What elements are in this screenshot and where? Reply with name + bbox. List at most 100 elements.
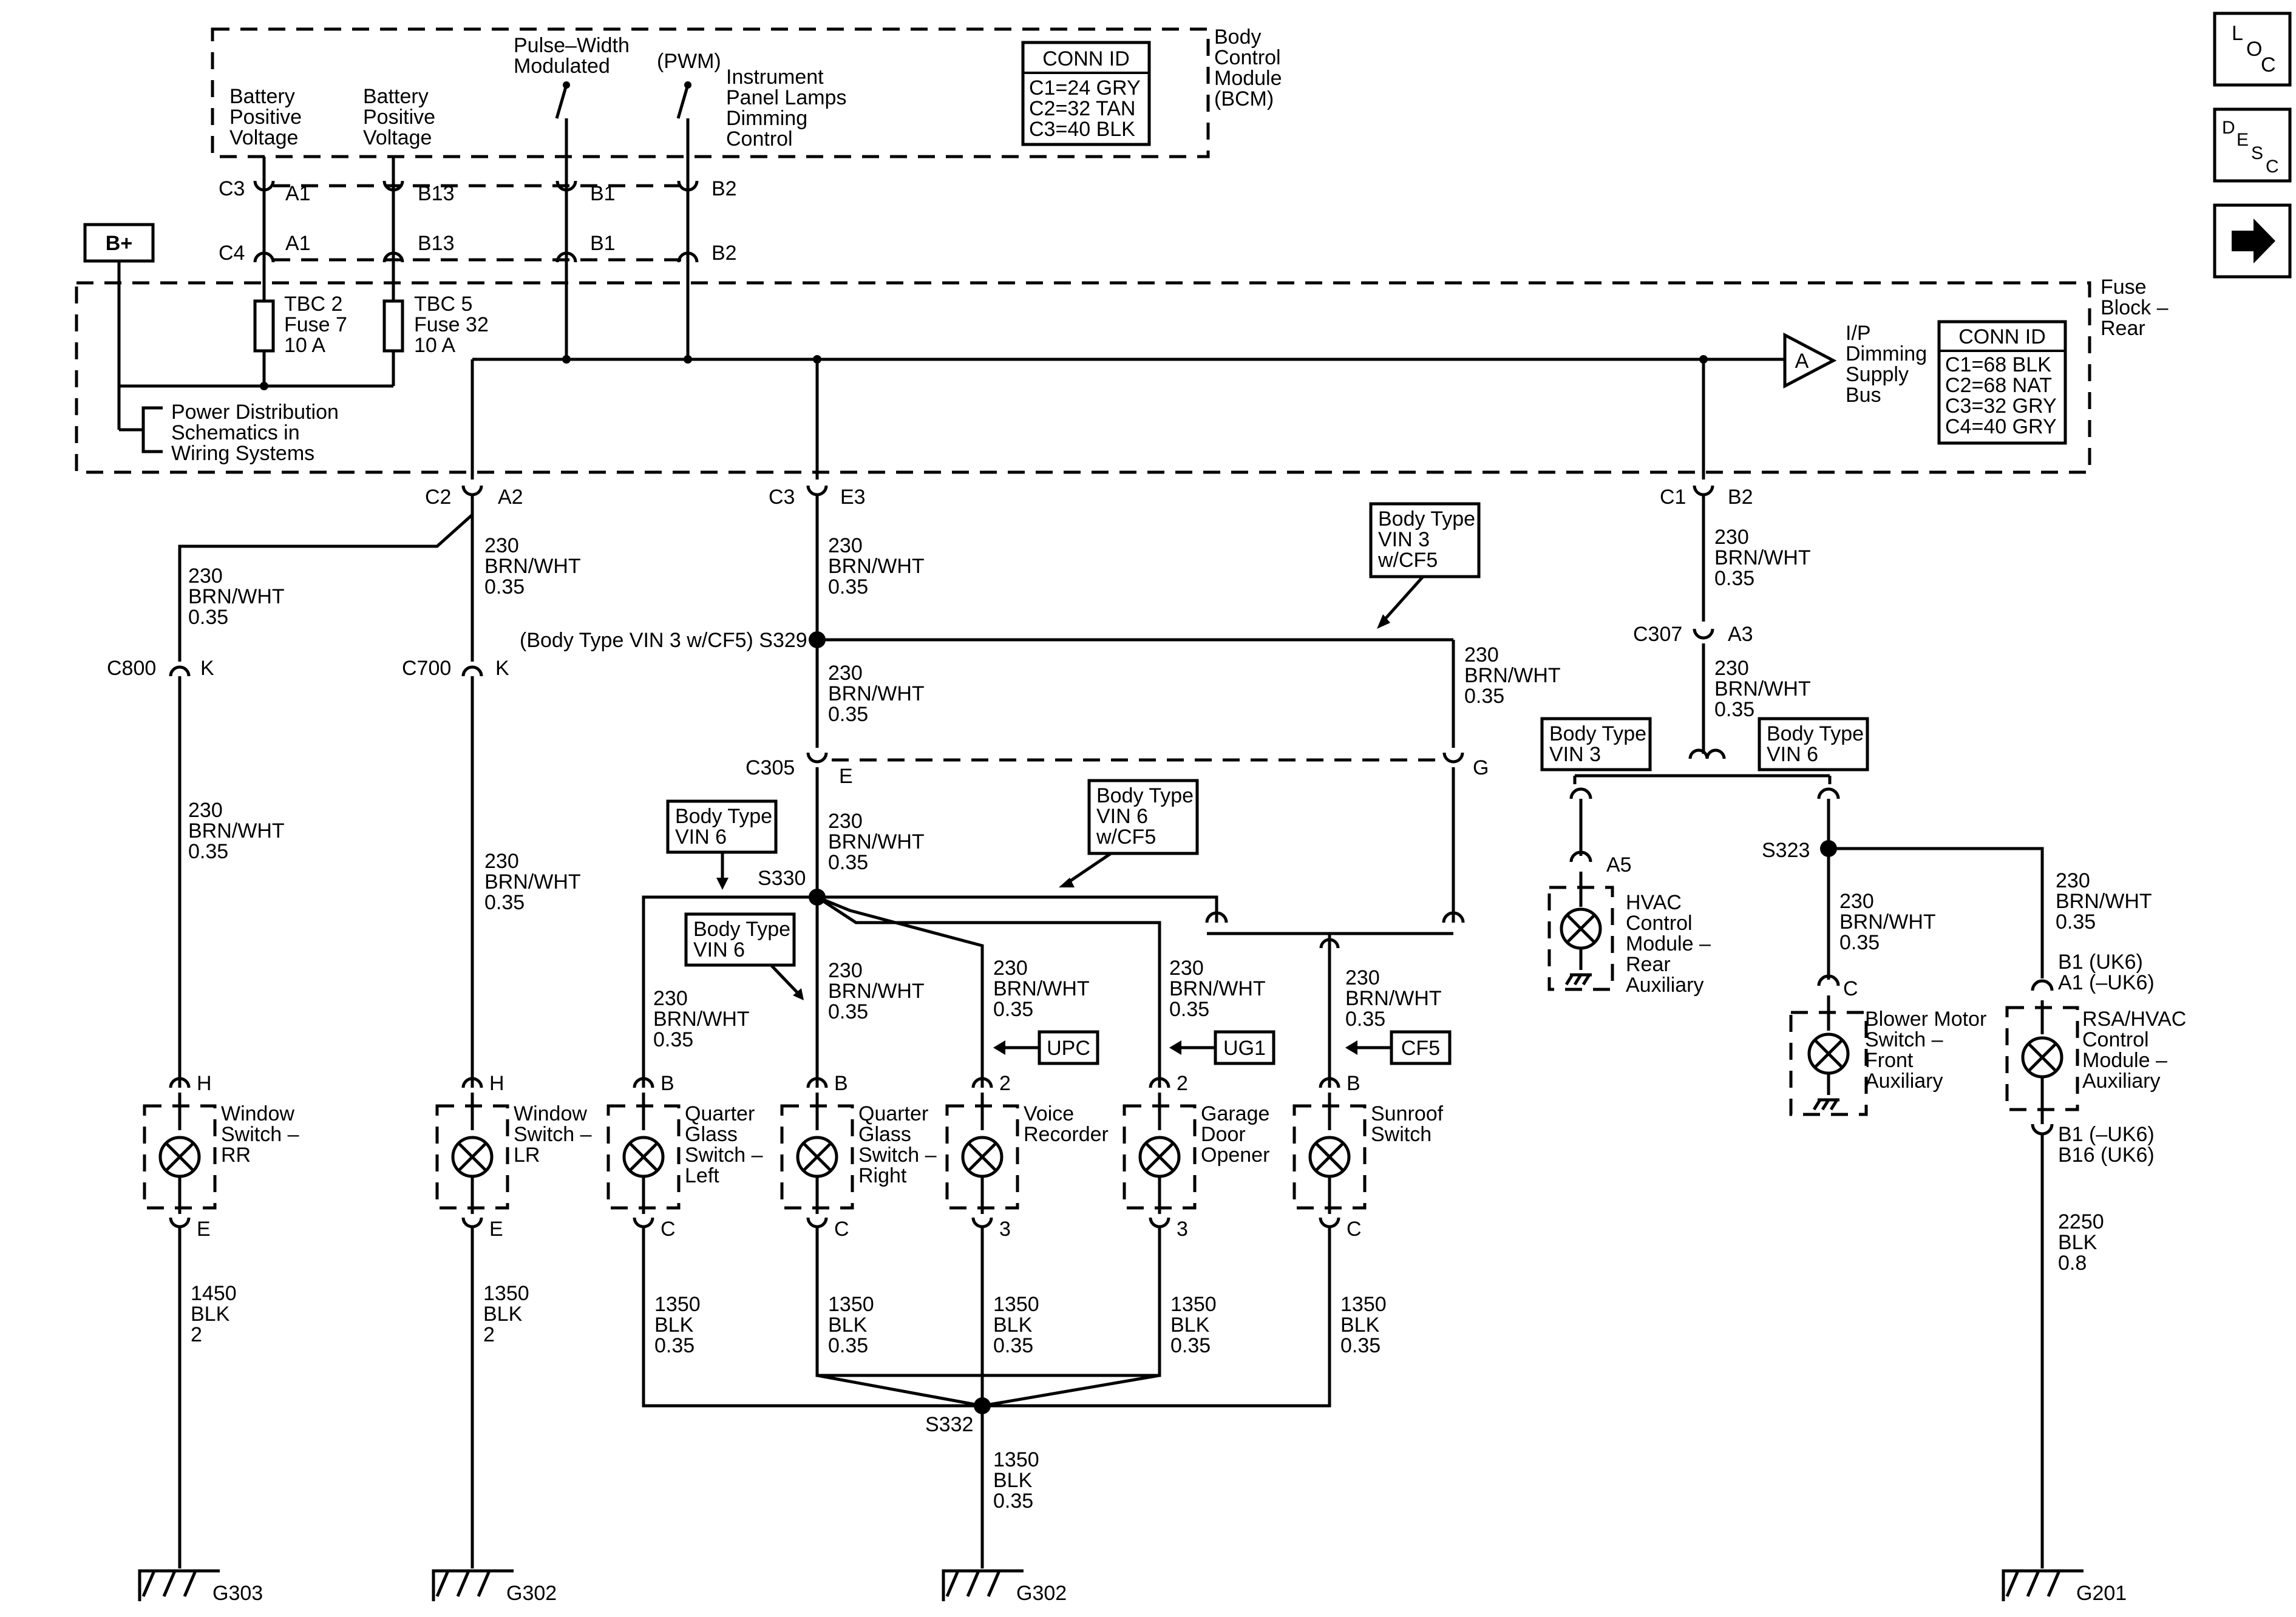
component-top-pin: H	[489, 1072, 504, 1095]
branch-middle: 230 BRN/WHT 0.35 (Body Type VIN 3 w/CF5)…	[520, 495, 1561, 1088]
component-name-line: Voice	[1024, 1102, 1074, 1125]
component-name-line: Switch	[1371, 1123, 1432, 1146]
svg-text:C700: C700	[402, 657, 451, 680]
svg-text:E: E	[839, 765, 853, 788]
svg-text:K: K	[495, 657, 509, 680]
svg-text:C800: C800	[107, 657, 156, 680]
svg-text:w/CF5: w/CF5	[1096, 825, 1156, 849]
next-arrow-icon[interactable]	[2213, 203, 2292, 279]
svg-text:Switch –: Switch –	[1865, 1028, 1943, 1051]
loc-icon[interactable]: L O C	[2213, 12, 2292, 87]
svg-text:C1=68 BLK: C1=68 BLK	[1945, 353, 2051, 376]
svg-text:K: K	[200, 657, 214, 680]
component-name-line: LR	[514, 1144, 540, 1167]
svg-text:E: E	[2237, 130, 2249, 150]
component-name-line: Switch –	[514, 1123, 592, 1146]
svg-text:S330: S330	[758, 867, 806, 890]
svg-text:TBC 5: TBC 5	[414, 293, 472, 316]
svg-text:(PWM): (PWM)	[657, 50, 721, 73]
svg-text:Fuse 7: Fuse 7	[284, 313, 347, 336]
component-top-pin: H	[197, 1072, 212, 1095]
svg-text:B2: B2	[1728, 486, 1753, 509]
svg-text:Voltage: Voltage	[229, 126, 298, 149]
ground-wire-label: 0.35	[828, 1334, 868, 1357]
svg-text:230: 230	[188, 564, 223, 588]
svg-text:Dimming: Dimming	[1846, 342, 1927, 365]
svg-text:A: A	[1795, 350, 1809, 373]
svg-text:230: 230	[484, 534, 519, 557]
svg-text:B+: B+	[106, 232, 132, 255]
svg-text:Auxiliary: Auxiliary	[1626, 974, 1703, 997]
svg-text:10 A: 10 A	[414, 334, 455, 357]
ug1-tag: UG1	[1169, 1030, 1275, 1065]
component-name-line: Glass	[685, 1123, 738, 1146]
component-bottom-pin: E	[197, 1218, 211, 1241]
svg-text:Module –: Module –	[1626, 932, 1711, 955]
svg-text:Battery: Battery	[229, 85, 295, 108]
svg-text:230: 230	[1169, 957, 1204, 980]
svg-text:0.35: 0.35	[993, 998, 1033, 1021]
component-top-pin: 2	[999, 1072, 1011, 1095]
component-name-line: Recorder	[1024, 1123, 1109, 1146]
svg-text:230: 230	[2056, 869, 2090, 892]
svg-text:BRN/WHT: BRN/WHT	[1839, 910, 1936, 934]
bcm-outline	[211, 27, 1210, 158]
component-name-line: Garage	[1201, 1102, 1269, 1125]
svg-text:A1 (–UK6): A1 (–UK6)	[2058, 971, 2155, 994]
ground-wire-label: 0.35	[1340, 1334, 1381, 1357]
svg-text:0.35: 0.35	[1714, 698, 1754, 721]
component-name-line: Door	[1201, 1123, 1246, 1146]
fuse-block-outline	[75, 281, 2091, 474]
rsa-hvac-module: B1 (UK6) A1 (–UK6) RSA/HVAC Control Modu…	[2005, 951, 2186, 1568]
c1-b2-connector: C1 B2	[1660, 485, 1753, 509]
svg-text:Control: Control	[1214, 46, 1281, 69]
svg-text:230: 230	[1714, 526, 1749, 549]
desc-icon[interactable]: D E S C	[2213, 107, 2292, 183]
svg-text:0.35: 0.35	[2056, 910, 2096, 934]
svg-text:G201: G201	[2076, 1582, 2127, 1605]
svg-text:0.35: 0.35	[828, 851, 868, 874]
svg-text:BRN/WHT: BRN/WHT	[828, 980, 925, 1003]
svg-text:Block –: Block –	[2101, 296, 2169, 319]
svg-text:B1: B1	[590, 232, 616, 255]
svg-text:0.35: 0.35	[828, 1000, 868, 1023]
svg-text:BRN/WHT: BRN/WHT	[1169, 977, 1266, 1000]
svg-text:S332: S332	[925, 1413, 973, 1436]
svg-text:10 A: 10 A	[284, 334, 325, 357]
svg-text:VIN 6: VIN 6	[1767, 743, 1818, 766]
svg-text:CF5: CF5	[1401, 1037, 1440, 1060]
bt-vin6-left-box: Body Type VIN 6	[666, 799, 778, 890]
svg-text:Module: Module	[1214, 67, 1282, 90]
svg-text:C3: C3	[219, 177, 245, 200]
svg-text:L: L	[2232, 22, 2243, 45]
ground-wire-label: BLK	[1170, 1314, 1210, 1337]
svg-text:BRN/WHT: BRN/WHT	[1714, 546, 1811, 569]
ground-g201: G201	[2002, 1569, 2127, 1605]
svg-text:CONN ID: CONN ID	[1958, 325, 2046, 348]
svg-text:S323: S323	[1762, 839, 1810, 862]
svg-text:C1: C1	[1660, 486, 1686, 509]
component-bottom-pin: C	[834, 1218, 849, 1241]
cf5-tag: CF5	[1345, 1030, 1452, 1065]
svg-text:G: G	[1473, 756, 1489, 779]
svg-text:C3=40 BLK: C3=40 BLK	[1029, 118, 1135, 141]
svg-text:Panel Lamps: Panel Lamps	[726, 86, 846, 109]
fuse-tbc2: TBC 2 Fuse 7 10 A	[253, 293, 347, 357]
component-name-line: Switch –	[221, 1123, 299, 1146]
svg-text:w/CF5: w/CF5	[1377, 549, 1438, 572]
svg-text:TBC 2: TBC 2	[284, 293, 342, 316]
svg-text:Body Type: Body Type	[1378, 507, 1475, 531]
bcm-pwm-label: Pulse–Width Modulated (PWM)	[514, 34, 721, 78]
ground-wire-label: 2	[191, 1323, 202, 1346]
svg-text:230: 230	[828, 959, 863, 982]
svg-text:Front: Front	[1865, 1049, 1914, 1072]
svg-text:Fuse: Fuse	[2101, 276, 2147, 299]
svg-text:Positive: Positive	[229, 106, 302, 129]
fuse-block-title: Fuse Block – Rear	[2101, 276, 2169, 340]
svg-text:Blower Motor: Blower Motor	[1865, 1008, 1986, 1031]
svg-text:C2=32 TAN: C2=32 TAN	[1029, 97, 1135, 120]
bcm-batt2-label: Battery Positive Voltage	[363, 85, 435, 149]
